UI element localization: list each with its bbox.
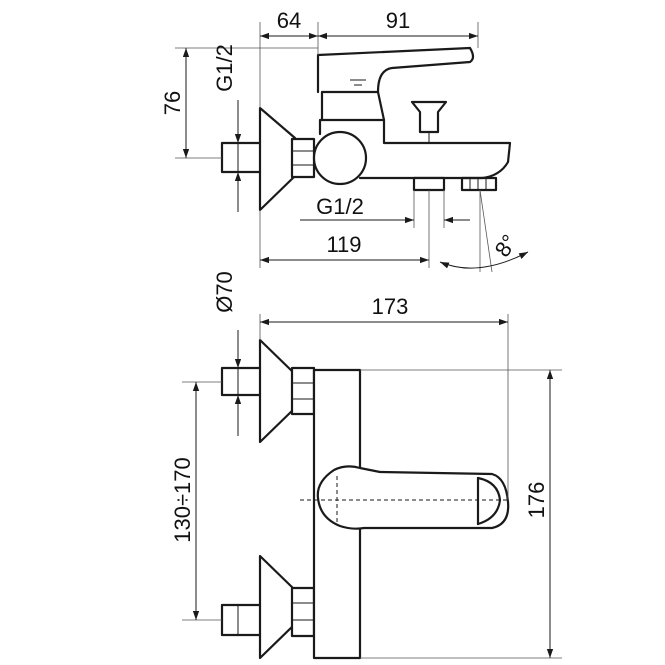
side-cartridge xyxy=(320,90,386,122)
side-aerator xyxy=(460,176,498,192)
dim-g12-inlet: G1/2 xyxy=(212,44,237,92)
front-nut-bottom xyxy=(290,586,316,638)
side-diverter xyxy=(410,100,448,134)
dim-91: 91 xyxy=(386,8,410,33)
dim-diameter-70: Ø70 xyxy=(212,271,237,313)
side-lever xyxy=(316,46,475,94)
dim-173: 173 xyxy=(372,294,409,319)
dim-119: 119 xyxy=(326,232,361,257)
front-escutcheon-bottom xyxy=(258,554,297,660)
side-eccentric xyxy=(312,130,368,186)
side-view: 64 91 76 G1/2 G1/2 119 8° xyxy=(160,8,529,273)
front-escutcheon-top xyxy=(258,338,297,444)
dim-64: 64 xyxy=(277,8,301,33)
front-view: Ø70 173 176 130÷170 xyxy=(170,271,562,660)
dim-g12-outlet: G1/2 xyxy=(316,194,364,219)
front-nut-top xyxy=(290,366,316,416)
front-lever xyxy=(316,465,510,530)
dim-130-170: 130÷170 xyxy=(170,457,195,543)
dim-176: 176 xyxy=(524,482,549,519)
side-hex-nut xyxy=(290,137,316,179)
dim-76: 76 xyxy=(160,91,185,115)
side-inlet-pipe xyxy=(220,141,262,174)
side-bottom-outlet xyxy=(412,176,446,192)
side-escutcheon xyxy=(258,106,297,212)
